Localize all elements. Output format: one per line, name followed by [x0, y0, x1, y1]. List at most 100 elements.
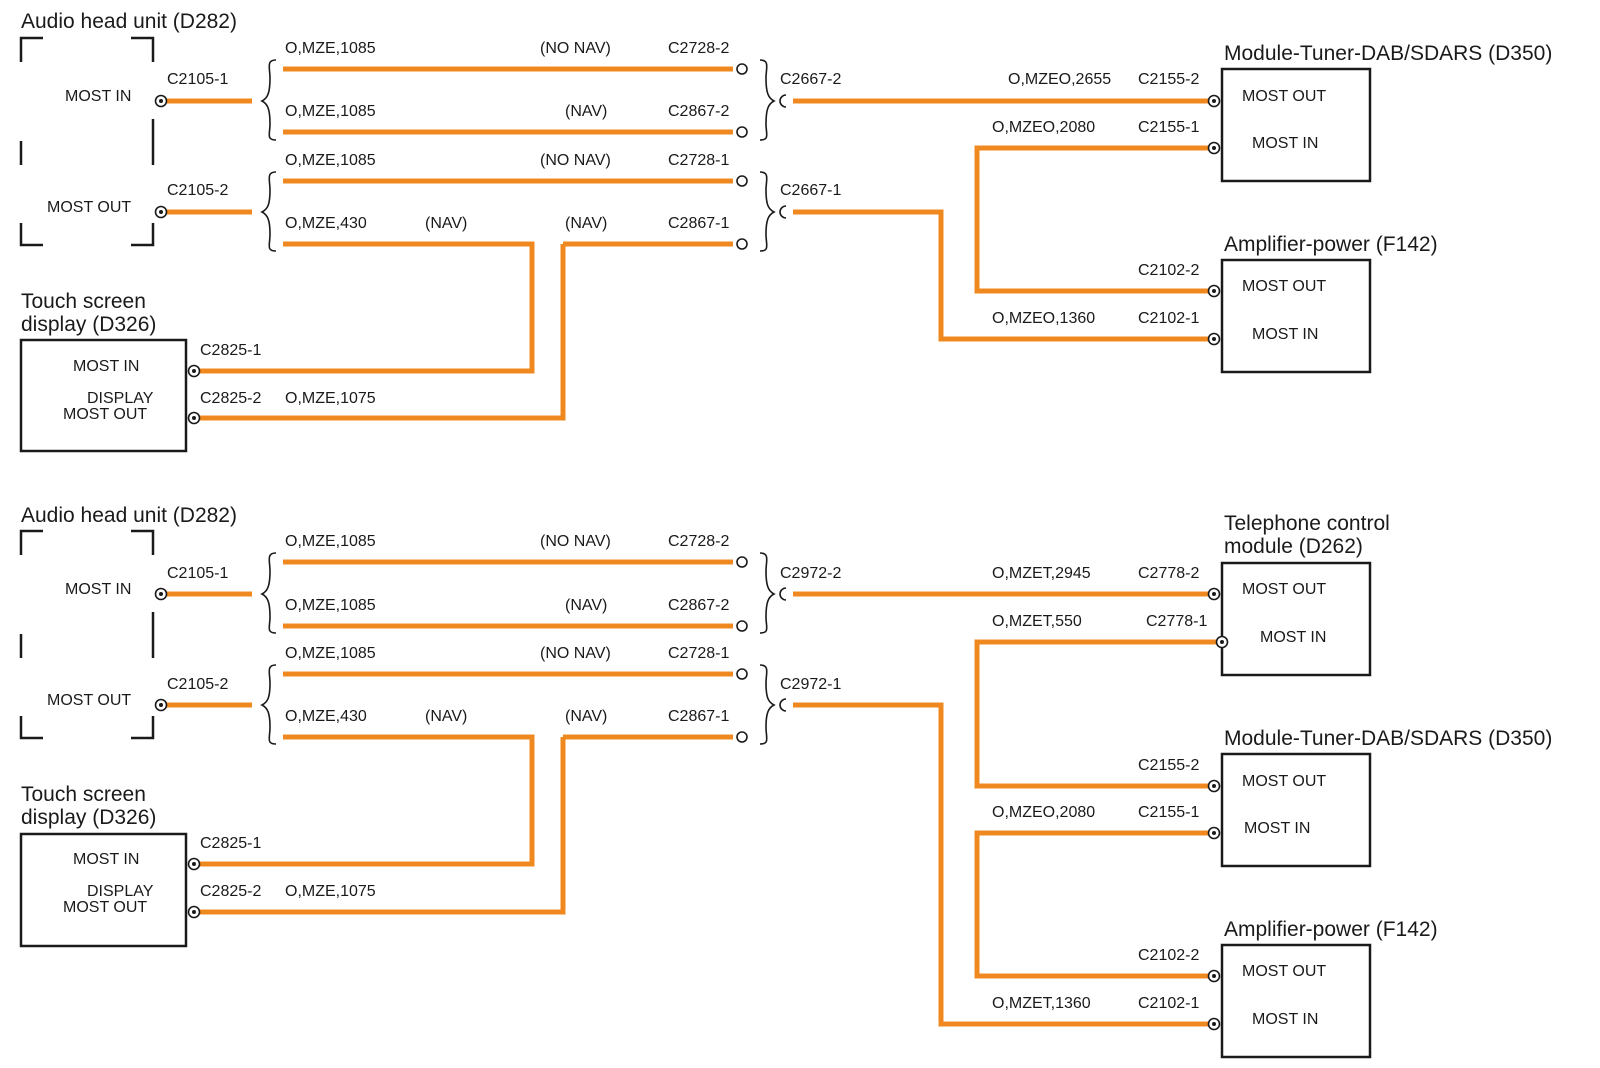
connector-label: C2105-2 [167, 676, 228, 693]
connector-label: C2972-2 [780, 565, 841, 582]
connector-label: C2867-1 [668, 215, 729, 232]
touch-screen-title: Touch screen [21, 783, 146, 806]
receptacle-bot-lower [779, 698, 787, 712]
head-unit-bracket-bottom [19, 529, 155, 740]
connector-label: C2155-1 [1138, 119, 1199, 136]
connector-label: C2728-2 [668, 533, 729, 550]
connector-label: C2825-2 [200, 883, 261, 900]
touch-screen-title: display (D326) [21, 806, 156, 829]
option-tag: (NAV) [565, 103, 607, 120]
connector-label: C2867-1 [668, 708, 729, 725]
connector-label: C2778-1 [1146, 613, 1207, 630]
amp-most-out: MOST OUT [1242, 963, 1326, 980]
wire-label: O,MZE,1085 [285, 40, 376, 57]
pin-top-c2867-1 [736, 238, 748, 250]
wire-label: O,MZE,1085 [285, 103, 376, 120]
connector-label: C2155-2 [1138, 757, 1199, 774]
connector-label: C2778-2 [1138, 565, 1199, 582]
option-tag: (NO NAV) [540, 645, 611, 662]
amp-title: Amplifier-power (F142) [1224, 918, 1438, 941]
labels-top: Audio head unit (D282) MOST IN MOST OUT … [21, 10, 1552, 423]
touch-screen-title: display (D326) [21, 313, 156, 336]
tuner-most-out: MOST OUT [1242, 773, 1326, 790]
connector-label: C2825-1 [200, 342, 261, 359]
tuner-title: Module-Tuner-DAB/SDARS (D350) [1224, 42, 1552, 65]
wire-label: O,MZEO,2080 [992, 804, 1095, 821]
labels-bottom: Audio head unit (D282) MOST IN MOST OUT … [21, 504, 1552, 1028]
head-unit-most-out: MOST OUT [47, 199, 131, 216]
connector-label: C2825-1 [200, 835, 261, 852]
brace-left-top-lower [260, 171, 277, 252]
wire-top-touch-out [195, 244, 566, 421]
option-tag: (NAV) [565, 708, 607, 725]
connector-label: C2102-2 [1138, 947, 1199, 964]
wire-label: O,MZE,1075 [285, 390, 376, 407]
brace-right-bot-upper [759, 552, 776, 634]
phone-most-in: MOST IN [1260, 629, 1326, 646]
tuner-box-top [1220, 67, 1372, 183]
head-unit-title: Audio head unit (D282) [21, 504, 237, 527]
brace-right-bot-lower [759, 664, 776, 745]
connector-label: C2972-1 [780, 676, 841, 693]
pin-top-c2728-2 [736, 63, 748, 75]
touch-screen-box-top [19, 338, 188, 453]
wires [163, 66, 1220, 1027]
touch-most-in: MOST IN [73, 851, 139, 868]
wire-label: O,MZE,1085 [285, 533, 376, 550]
touch-most-in: MOST IN [73, 358, 139, 375]
connector-label: C2155-1 [1138, 804, 1199, 821]
brace-left-top-upper [260, 59, 277, 141]
wire-label: O,MZE,1085 [285, 597, 376, 614]
receptacle-top-upper [779, 94, 787, 108]
option-tag: (NAV) [565, 597, 607, 614]
head-unit-title: Audio head unit (D282) [21, 10, 237, 33]
wire-label: O,MZET,1360 [992, 995, 1091, 1012]
pins [154, 63, 1229, 1031]
receptacle-bot-upper [779, 587, 787, 601]
pin-bot-c2867-2 [736, 620, 748, 632]
wire-label: O,MZET,2945 [992, 565, 1091, 582]
tuner-title: Module-Tuner-DAB/SDARS (D350) [1224, 727, 1552, 750]
phone-title: module (D262) [1224, 535, 1363, 558]
wire-top-tuner-amp [974, 145, 1212, 294]
connector-label: C2867-2 [668, 597, 729, 614]
tuner-most-out: MOST OUT [1242, 88, 1326, 105]
wire-label: O,MZE,430 [285, 708, 367, 725]
wire-bot-tuner-amp [974, 830, 1212, 979]
wire-bot-phone-tuner [974, 639, 1220, 789]
amp-most-out: MOST OUT [1242, 278, 1326, 295]
connector-label: C2105-1 [167, 565, 228, 582]
touch-display: DISPLAY [87, 390, 154, 407]
connector-label: C2102-2 [1138, 262, 1199, 279]
option-tag: (NAV) [425, 215, 467, 232]
connector-label: C2728-1 [668, 645, 729, 662]
connector-label: C2867-2 [668, 103, 729, 120]
option-tag: (NO NAV) [540, 152, 611, 169]
wire-label: O,MZE,1085 [285, 152, 376, 169]
head-unit-most-in: MOST IN [65, 88, 131, 105]
connector-label: C2728-2 [668, 40, 729, 57]
brace-right-top-lower [759, 171, 776, 252]
wire-label: O,MZEO,1360 [992, 310, 1095, 327]
pin-top-c2728-1 [736, 175, 748, 187]
brace-right-top-upper [759, 59, 776, 141]
amp-title: Amplifier-power (F142) [1224, 233, 1438, 256]
wire-label: O,MZEO,2080 [992, 119, 1095, 136]
wire-top-touch-in [195, 241, 535, 374]
tuner-box-bottom [1220, 752, 1372, 868]
amp-most-in: MOST IN [1252, 1011, 1318, 1028]
option-tag: (NAV) [565, 215, 607, 232]
phone-most-out: MOST OUT [1242, 581, 1326, 598]
wire-bot-touch-in [195, 734, 535, 867]
connector-label: C2105-2 [167, 182, 228, 199]
wire-label: O,MZE,430 [285, 215, 367, 232]
components [19, 36, 1372, 1059]
head-unit-most-out: MOST OUT [47, 692, 131, 709]
connector-label: C2728-1 [668, 152, 729, 169]
option-tag: (NAV) [425, 708, 467, 725]
brace-left-bot-upper [260, 552, 277, 634]
pin-top-c2867-2 [736, 126, 748, 138]
option-tag: (NO NAV) [540, 40, 611, 57]
connector-label: C2102-1 [1138, 310, 1199, 327]
